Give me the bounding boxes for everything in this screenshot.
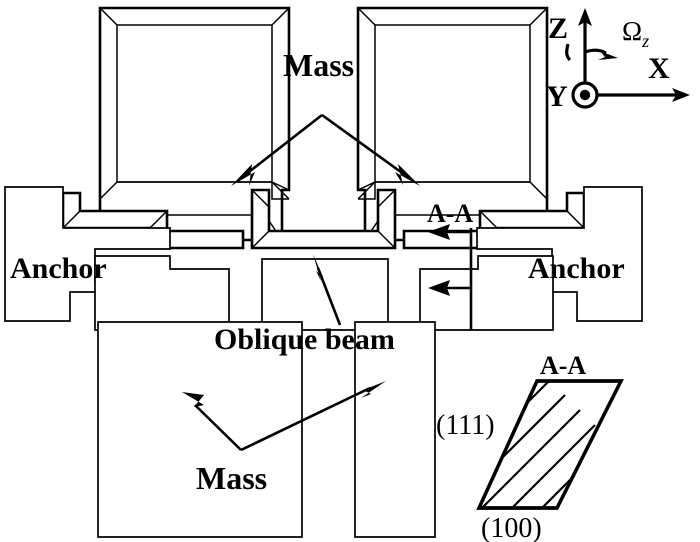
proof-mass-top-right — [356, 6, 549, 242]
omega-rotation-arrowhead — [598, 51, 618, 60]
mass-bottom-label: Mass — [196, 460, 267, 496]
oblique-beam-center — [250, 188, 397, 250]
y-axis-center-dot — [579, 89, 591, 101]
omega-rotation-tail — [584, 48, 607, 55]
omega-rotation-arc — [565, 43, 572, 62]
proof-mass-bottom-right — [354, 321, 436, 538]
oblique-beam-lower-left — [94, 255, 230, 331]
coordinate-axes — [565, 8, 690, 109]
x-axis-label: X — [648, 52, 670, 85]
oblique-beam-label: Oblique beam — [214, 323, 395, 356]
oblique-beam-lower-center — [261, 258, 389, 331]
x-axis-arrowhead — [672, 88, 690, 102]
cross-section-border — [476, 379, 624, 510]
omega-z-label: Ωz — [622, 16, 649, 51]
anchor-left-label: Anchor — [10, 252, 107, 285]
mass-top-label: Mass — [283, 47, 354, 83]
omega-subscript: z — [641, 31, 649, 51]
section-cut-marker — [428, 224, 473, 330]
y-axis-label: Y — [546, 80, 568, 113]
plane-111-label: (111) — [436, 410, 495, 441]
section-marker-label: A-A — [427, 199, 473, 228]
plane-100-label: (100) — [481, 513, 542, 542]
anchor-right-label: Anchor — [528, 252, 625, 285]
z-axis-label: Z — [548, 12, 568, 45]
omega-symbol: Ω — [622, 16, 642, 46]
mass-top-leader — [231, 113, 420, 186]
proof-mass-bottom-left — [97, 321, 303, 538]
cross-section-title: A-A — [540, 351, 586, 380]
oblique-beam-leader — [313, 254, 342, 326]
mass-bottom-leader — [182, 381, 386, 452]
z-axis-arrowhead — [578, 8, 592, 26]
